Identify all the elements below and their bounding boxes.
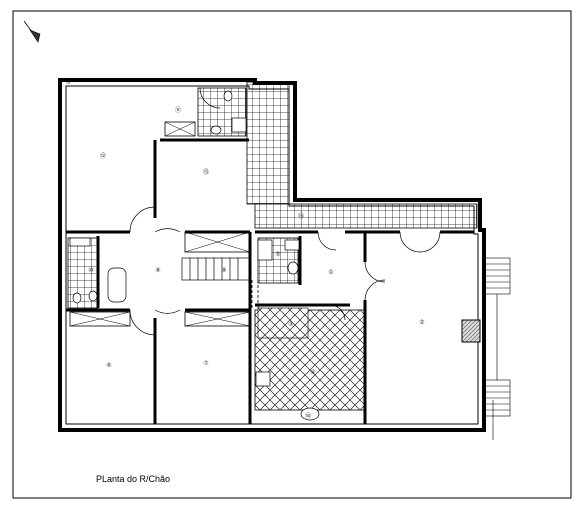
room-labels: ⑪ ⑫ ⑬ ⑮ ⑩ ⑧ ⑨ ⑤ ① ② ③ ④ ⑥ ⑦ ⑭ <box>88 106 424 420</box>
north-arrow-icon <box>23 20 41 43</box>
room-label: ⑨ <box>221 267 226 274</box>
room-label: ⑥ <box>106 362 111 369</box>
room-label: ⑬ <box>203 168 209 176</box>
sanitary-fixtures <box>69 90 320 421</box>
tiled-floors <box>67 81 478 309</box>
drawing-title: PLanta do R/Chão <box>96 474 170 484</box>
doors <box>129 87 441 336</box>
staircase <box>181 257 251 281</box>
room-label: ② <box>419 319 424 326</box>
room-label: ⑧ <box>155 267 160 274</box>
room-label: ③ <box>288 321 293 328</box>
fireplace <box>461 319 481 343</box>
room-label: ⑫ <box>100 152 106 160</box>
room-label: ⑭ <box>305 412 311 420</box>
room-label: ⑪ <box>175 106 181 114</box>
hatched-floors <box>254 307 366 411</box>
room-label: ⑦ <box>203 360 208 367</box>
room-label: ⑤ <box>275 251 280 258</box>
wall-hatch <box>66 82 251 327</box>
room-label: ① <box>328 269 333 276</box>
dashed-lines <box>251 280 259 310</box>
interior-walls <box>66 138 474 424</box>
sheet-border <box>12 10 572 499</box>
exterior-stair <box>483 257 511 440</box>
exterior-walls <box>58 78 486 432</box>
room-label: ⑮ <box>298 212 304 220</box>
room-label: ⑩ <box>88 267 93 274</box>
room-label: ④ <box>310 369 315 376</box>
